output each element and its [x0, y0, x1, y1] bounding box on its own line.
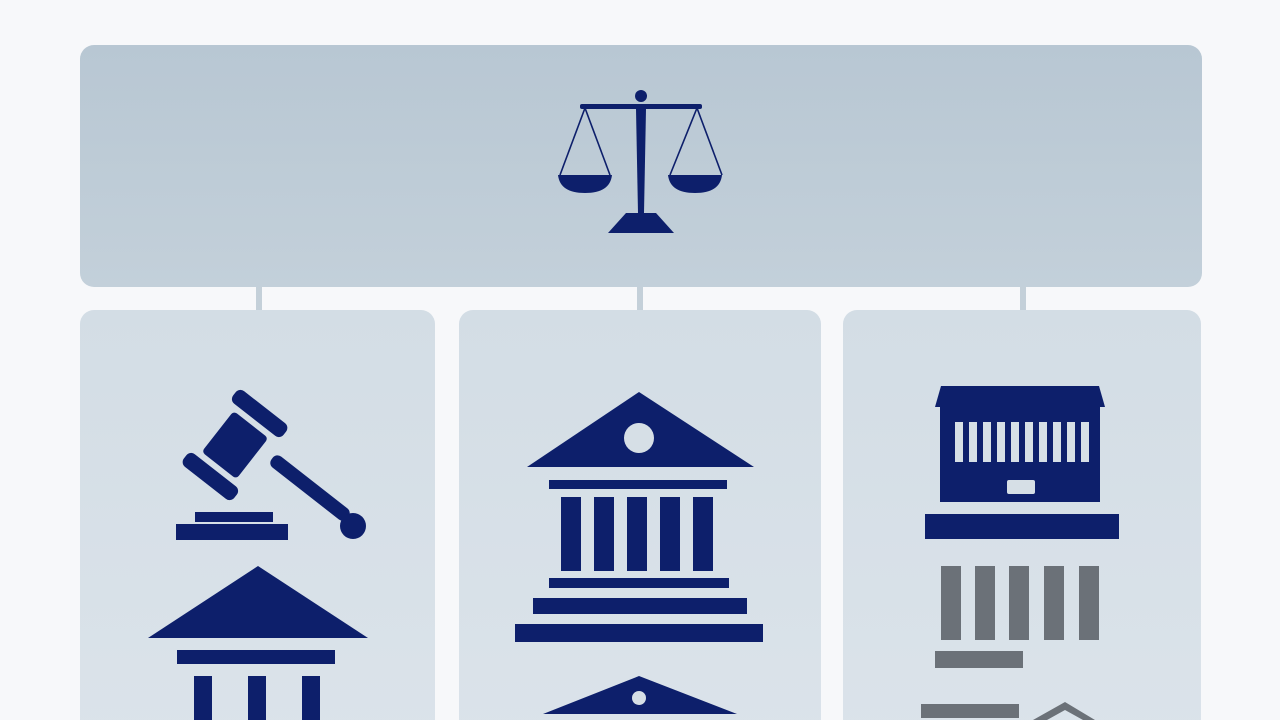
building-icon: [925, 386, 1119, 539]
connector-left: [256, 287, 262, 311]
columns-icon: [921, 566, 1099, 720]
top-panel: [80, 45, 1202, 287]
scales-of-justice-icon: [558, 90, 723, 233]
gavel-icon: [176, 389, 366, 540]
government-building-icon: [515, 392, 763, 642]
branch-card-center: [459, 310, 821, 720]
branch-card-left: [80, 310, 435, 720]
courthouse-icon: [148, 566, 368, 720]
connector-right: [1020, 287, 1026, 311]
connector-center: [637, 287, 643, 311]
courthouse-icon: [543, 676, 737, 714]
branch-card-right: [843, 310, 1201, 720]
